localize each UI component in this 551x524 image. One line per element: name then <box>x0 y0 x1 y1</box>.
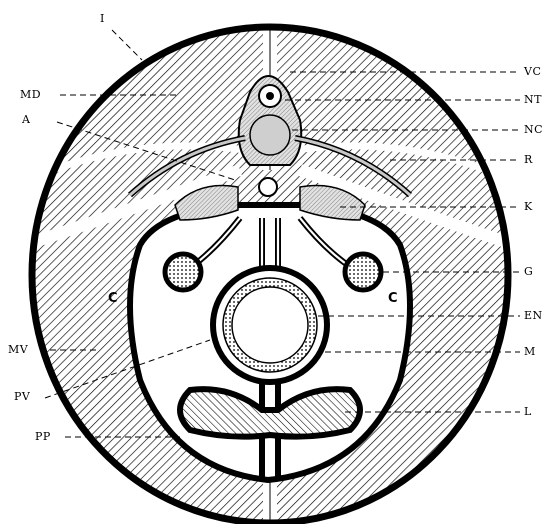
label-k: K <box>524 200 533 213</box>
label-nc: NC <box>524 123 543 136</box>
gonad-right <box>345 254 381 290</box>
coelom-label-left: C <box>108 291 118 306</box>
coelom-label-right: C <box>388 291 398 306</box>
label-mv: MV <box>8 343 29 356</box>
label-vc: VC <box>523 65 541 78</box>
label-i: I <box>100 12 105 25</box>
label-l: L <box>524 405 532 418</box>
label-a: A <box>21 113 31 126</box>
label-pv: PV <box>14 390 31 403</box>
label-nt: NT <box>524 93 542 106</box>
label-r: R <box>524 153 533 166</box>
gonad-left <box>165 254 201 290</box>
label-g: G <box>524 265 533 278</box>
label-m: M <box>524 345 536 358</box>
label-pp: PP <box>35 430 51 443</box>
gut-lumen <box>232 287 308 363</box>
label-en: EN <box>524 309 543 322</box>
label-md: MD <box>20 88 41 101</box>
